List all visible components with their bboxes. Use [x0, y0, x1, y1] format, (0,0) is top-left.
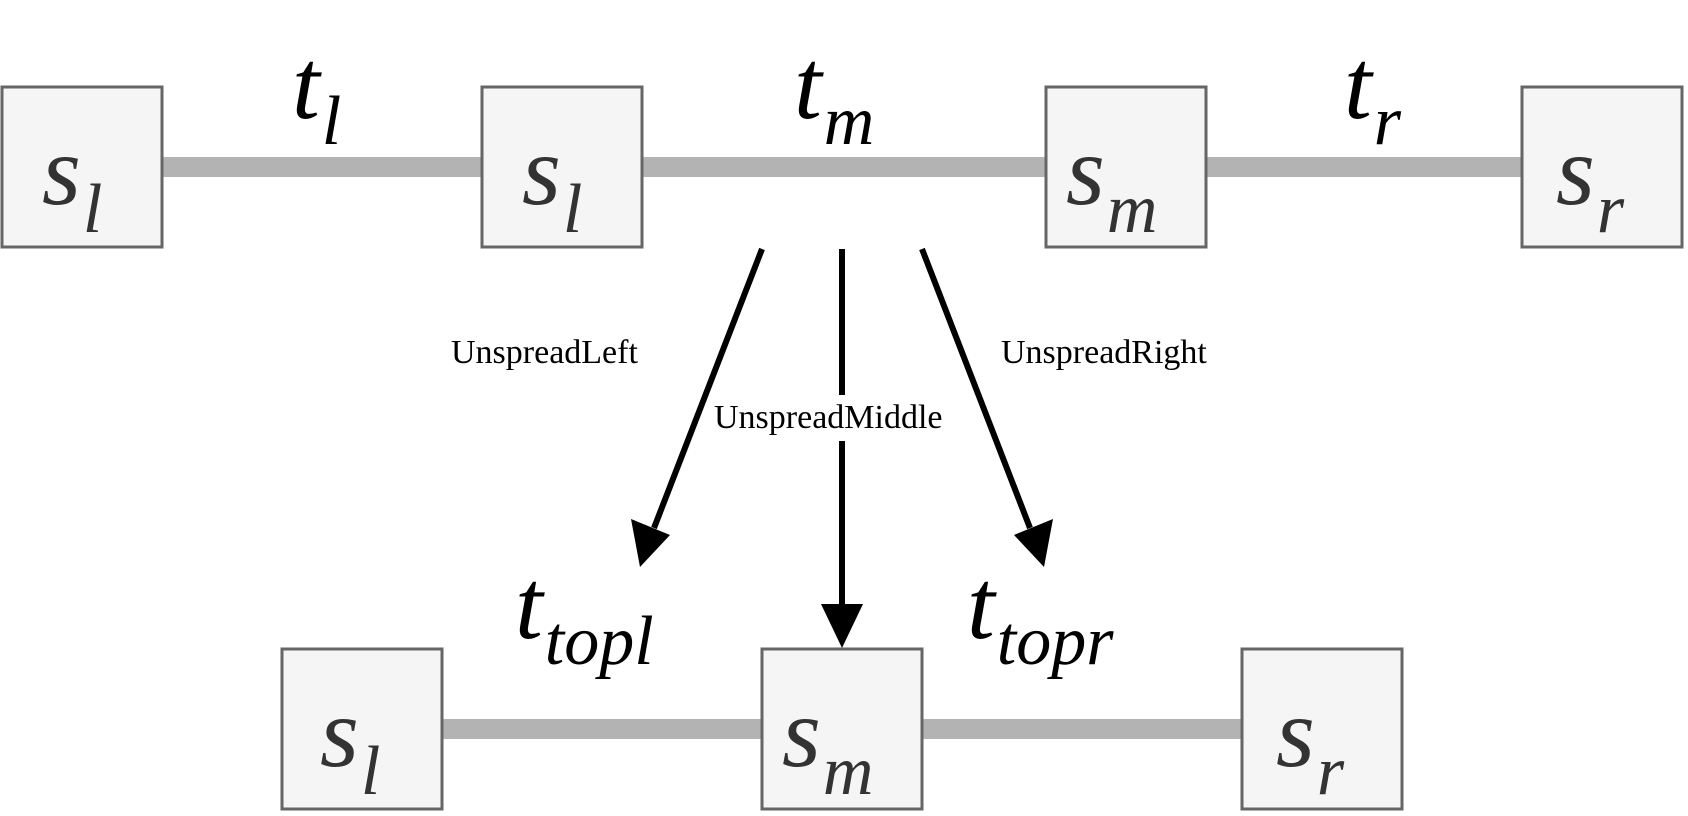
label-unspread-right: UnspreadRight — [1001, 334, 1207, 371]
svg-text:sl: sl — [522, 115, 582, 248]
label-unspread-middle: UnspreadMiddle — [714, 399, 943, 436]
top-node-2-sub: l — [563, 171, 582, 248]
top-node-4-main: s — [1556, 115, 1595, 226]
top-node-3-main: s — [1066, 115, 1105, 226]
bottom-node-2-main: s — [782, 677, 821, 788]
bottom-edge-label-2-sub: topr — [997, 603, 1114, 680]
top-edge-label-1: tl — [292, 29, 341, 160]
svg-text:sm: sm — [1066, 115, 1157, 248]
top-edge-label-1-main: t — [292, 29, 322, 140]
top-edge-label-3: tr — [1344, 29, 1402, 160]
top-edge-label-2: tm — [794, 29, 874, 160]
top-edge-label-3-main: t — [1344, 29, 1374, 140]
top-node-4: sr — [1520, 85, 1684, 249]
top-node-2-main: s — [522, 115, 561, 226]
top-node-3-sub: m — [1107, 171, 1158, 248]
top-node-1-main: s — [42, 115, 81, 226]
top-node-1-sub: l — [83, 171, 102, 248]
top-node-1: sl — [0, 85, 164, 249]
top-node-3: sm — [1044, 85, 1208, 249]
top-edge-label-3-sub: r — [1374, 83, 1402, 160]
arrow-unspread-middle — [821, 249, 863, 648]
svg-text:sl: sl — [42, 115, 102, 248]
bottom-node-3-main: s — [1276, 677, 1315, 788]
label-unspread-left: UnspreadLeft — [451, 334, 638, 371]
arrow-unspread-left — [631, 247, 765, 567]
arrow-unspread-right — [919, 247, 1053, 567]
bottom-node-3: sr — [1240, 647, 1404, 811]
top-node-4-sub: r — [1597, 171, 1625, 248]
bottom-node-1-main: s — [320, 677, 359, 788]
bottom-edge-label-2-main: t — [967, 549, 997, 660]
top-edge-label-2-main: t — [794, 29, 824, 140]
bottom-node-1-sub: l — [361, 733, 380, 810]
bottom-edge-label-1-main: t — [515, 549, 545, 660]
bottom-node-2-sub: m — [823, 733, 874, 810]
bottom-node-1: sl — [280, 647, 444, 811]
bottom-edge-label-1: ttopl — [515, 549, 654, 680]
top-node-2: sl — [480, 85, 644, 249]
svg-text:sr: sr — [1276, 677, 1345, 810]
label-unspread-middle-bg — [712, 395, 956, 441]
bottom-edge-label-2: ttopr — [967, 549, 1114, 680]
svg-text:sr: sr — [1556, 115, 1625, 248]
svg-text:sl: sl — [320, 677, 380, 810]
bottom-node-3-sub: r — [1317, 733, 1345, 810]
top-edge-label-1-sub: l — [322, 83, 341, 160]
svg-text:sm: sm — [782, 677, 873, 810]
bottom-edge-label-1-sub: topl — [545, 603, 654, 680]
bottom-node-2: sm — [760, 647, 924, 811]
top-edge-label-2-sub: m — [824, 83, 875, 160]
